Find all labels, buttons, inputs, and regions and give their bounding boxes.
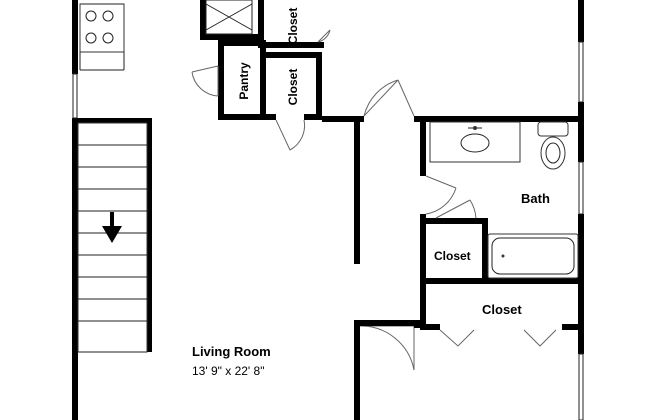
wall-mid-horizontal-right: [414, 116, 584, 122]
closet-right: [420, 284, 584, 330]
bathtub-icon: [487, 233, 579, 279]
wall-left-upper: [72, 0, 78, 74]
kitchen-counter: [79, 52, 125, 71]
lower-hall-door: [359, 325, 415, 371]
wall-bath-left-lower: [420, 214, 426, 330]
vanity-sink: [429, 121, 521, 163]
room-label-closet-right: Closet: [482, 302, 522, 317]
hall-door: [363, 79, 415, 117]
room-label-pantry: Pantry: [237, 62, 251, 100]
wall-hall-left-lower: [354, 320, 360, 420]
room-label-closet-top: Closet: [286, 8, 300, 45]
closet-right-door-left: [439, 329, 475, 347]
wall-hall-left: [354, 116, 360, 264]
closet-small: [426, 218, 584, 284]
closet-small-door: [435, 199, 477, 219]
window-right-bath: [578, 161, 584, 215]
closet-middle-door: [275, 119, 305, 151]
wall-right-upper: [578, 0, 584, 42]
wall-lower-right: [414, 320, 420, 328]
window-left: [72, 73, 78, 119]
wall-right-mid: [578, 102, 584, 162]
wall-mid-horizontal: [322, 116, 364, 122]
room-label-living-room: Living Room: [192, 344, 271, 359]
closet-right-door-right: [523, 329, 557, 347]
wall-left-lower: [72, 118, 78, 420]
closet-top: [200, 0, 264, 48]
wall-lower-stub: [354, 320, 414, 326]
staircase: [77, 118, 152, 353]
closet-top-door: [317, 29, 331, 43]
room-label-closet-small: Closet: [434, 249, 471, 263]
window-right-lower: [578, 353, 584, 420]
pantry-door: [191, 65, 219, 97]
down-arrow-icon: [102, 212, 122, 243]
living-room-dimensions: 13' 9" x 22' 8": [192, 364, 264, 378]
wall-bath-left: [420, 116, 426, 176]
toilet-icon: [537, 121, 569, 170]
closet-middle: [266, 52, 322, 120]
room-label-bath: Bath: [521, 191, 550, 206]
wall-closet-top-right: [264, 42, 324, 48]
bath-door: [425, 175, 457, 215]
window-right-upper: [578, 41, 584, 103]
pantry: [218, 40, 266, 120]
room-label-closet-middle: Closet: [286, 69, 300, 106]
stove-icon: [79, 3, 125, 53]
